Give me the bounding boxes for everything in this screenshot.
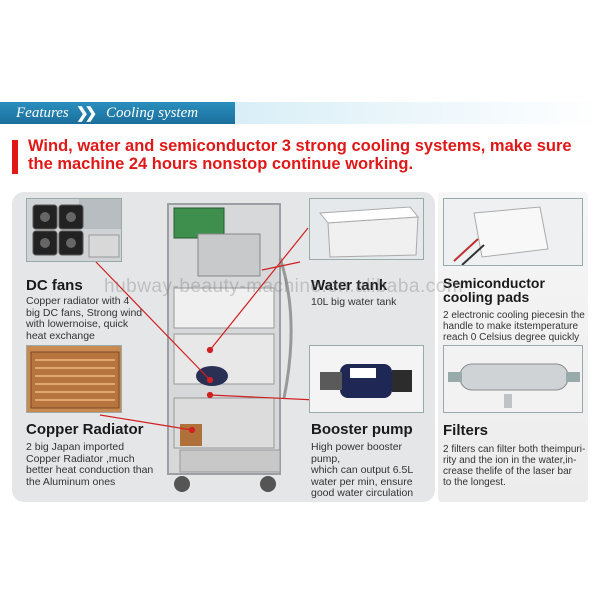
headline: Wind, water and semiconductor 3 strong c… [28,137,588,173]
water-tank-desc: 10L big water tank [311,296,431,309]
headline-accent-bar [12,140,18,174]
pointer-line-radiator [99,414,193,431]
water-tank-desc-line: 10L big water tank [311,296,397,308]
filters-desc-line: rity and the ion in the water,in- [443,455,577,466]
dc-fans-desc-line: heat exchange [26,329,95,342]
booster-pump-photo [309,345,424,413]
booster-pump-desc-line: High power booster pump, [311,441,403,465]
copper-radiator-title: Copper Radiator [26,421,144,438]
pointer-line-water-tank [209,227,309,351]
cooling-pad-icon [453,206,549,265]
machine-icon [167,203,293,492]
pump-icon [320,364,412,398]
water-tank-photo [309,198,424,260]
booster-pump-desc: High power booster pump, which can outpu… [311,441,433,500]
dc-fans-desc-line: Copper radiator with 4 [26,295,130,307]
pointer-line-dc-fans [95,261,211,381]
semiconductor-title: Semiconductor cooling pads [443,276,545,304]
semiconductor-desc-line: reach 0 Celsius degree quickly [443,332,580,343]
pointer-line-pump [209,394,317,401]
pointer-line-center [261,261,301,271]
booster-pump-desc-line: water per min, ensure [311,475,413,488]
booster-pump-title: Booster pump [311,421,413,438]
booster-pump-desc-line: good water circulation [311,487,414,499]
machine-illustration [160,198,305,498]
filters-desc-line: 2 filters can filter both theimpuri- [443,444,586,455]
dc-fans-desc-line: big DC fans, Strong wind [26,306,143,319]
dc-fans-photo [26,198,122,262]
banner-blue-bar: Features ❯❯ Cooling system [0,102,235,124]
banner-fade [235,102,600,124]
copper-radiator-desc-line: better heat conduction than [26,464,154,476]
filter-icon [448,363,580,408]
dc-fans-title: DC fans [26,277,83,294]
semiconductor-desc: 2 electronic cooling piecesin the handle… [443,310,588,343]
filters-desc: 2 filters can filter both theimpuri- rit… [443,444,588,488]
banner-features-label: Features [16,105,69,121]
tank-icon [319,206,419,258]
section-banner: Features ❯❯ Cooling system [0,102,600,124]
watermark: hubway-beauty-machine.en.alibaba.com [104,276,464,297]
radiator-icon [30,351,120,409]
copper-radiator-desc: 2 big Japan imported Copper Radiator ,mu… [26,441,156,488]
dc-fans-desc: Copper radiator with 4 big DC fans, Stro… [26,295,146,342]
banner-section-label: Cooling system [106,105,199,121]
semiconductor-title-line: cooling pads [443,289,530,305]
booster-pump-desc-line: which can output 6.5L [311,464,414,476]
filters-title: Filters [443,422,489,439]
copper-radiator-desc-line: Copper Radiator ,much [26,452,135,465]
semiconductor-title-line: Semiconductor [443,275,545,291]
copper-radiator-desc-line: the Aluminum ones [26,475,116,488]
dc-fans-desc-line: with lowernoise, quick [26,318,129,330]
copper-radiator-photo [26,345,122,413]
semiconductor-photo [443,198,583,266]
filters-photo [443,345,583,413]
filters-desc-line: to the longest. [443,477,506,488]
semiconductor-desc-line: 2 electronic cooling piecesin the [443,310,585,321]
filters-desc-line: crease thelife of the laser bar [443,466,572,477]
copper-radiator-desc-line: 2 big Japan imported [26,441,125,453]
semiconductor-desc-line: handle to make itstemperature [443,321,579,332]
double-chevron-icon: ❯❯ [76,105,97,122]
water-tank-title: Water tank [311,277,388,294]
fan-icon [32,199,121,258]
headline-line-2: the machine 24 hours nonstop continue wo… [28,155,414,173]
headline-line-1: Wind, water and semiconductor 3 strong c… [28,137,572,155]
